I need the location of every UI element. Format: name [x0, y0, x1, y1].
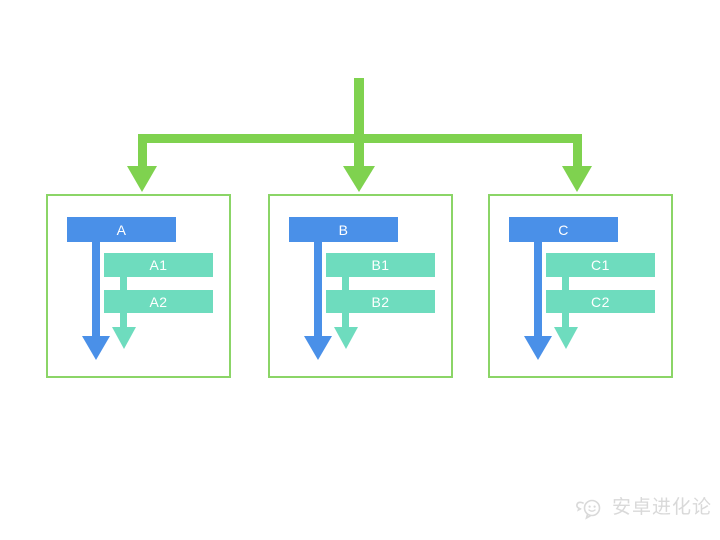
child-bar-c2: C2 — [546, 290, 655, 313]
child-arrowhead-a-icon — [112, 327, 136, 349]
parent-arrowhead-b-icon — [304, 336, 332, 360]
child-bar-a2-label: A2 — [149, 293, 168, 310]
child-bar-a1: A1 — [104, 253, 213, 277]
child-arrowhead-c-icon — [554, 327, 578, 349]
watermark: 安卓进化论 — [575, 496, 712, 520]
child-arrowhead-b-icon — [334, 327, 358, 349]
parent-arrow-line-b — [314, 242, 322, 336]
child-bar-a1-label: A1 — [149, 257, 168, 273]
parent-bar-b: B — [289, 217, 398, 242]
child-arrow-line-a — [120, 313, 127, 329]
parent-bar-b-label: B — [338, 221, 349, 238]
group-box-b: B B1 B2 — [268, 194, 453, 378]
group-box-a: A A1 A2 — [46, 194, 231, 378]
child-bar-c1: C1 — [546, 253, 655, 277]
branch-right-drop-line — [573, 134, 582, 167]
branch-right-arrowhead-icon — [562, 166, 592, 192]
parent-bar-a-label: A — [116, 221, 127, 238]
child-bar-b2-label: B2 — [371, 293, 390, 310]
branch-center-arrowhead-icon — [343, 166, 375, 192]
child-connector-a — [120, 277, 127, 290]
child-bar-b2: B2 — [326, 290, 435, 313]
child-connector-c — [562, 277, 569, 290]
watermark-text: 安卓进化论 — [612, 497, 713, 518]
child-bar-b1-label: B1 — [371, 257, 390, 273]
group-box-c: C C1 C2 — [488, 194, 673, 378]
parent-bar-c: C — [509, 217, 618, 242]
root-stem-line — [354, 78, 364, 143]
branch-horizontal-line — [138, 134, 582, 143]
branch-left-drop-line — [138, 134, 147, 167]
child-bar-c1-label: C1 — [591, 257, 610, 273]
chat-bubbles-smiley-icon — [576, 499, 601, 520]
child-arrow-line-b — [342, 313, 349, 329]
parent-arrowhead-c-icon — [524, 336, 552, 360]
parent-arrow-line-a — [92, 242, 100, 336]
parent-arrow-line-c — [534, 242, 542, 336]
branch-left-arrowhead-icon — [127, 166, 157, 192]
child-arrow-line-c — [562, 313, 569, 329]
child-bar-b1: B1 — [326, 253, 435, 277]
child-connector-b — [342, 277, 349, 290]
parent-arrowhead-a-icon — [82, 336, 110, 360]
parent-bar-c-label: C — [558, 221, 569, 238]
child-bar-c2-label: C2 — [591, 293, 610, 310]
child-bar-a2: A2 — [104, 290, 213, 313]
branch-center-drop-line — [354, 143, 364, 167]
parent-bar-a: A — [67, 217, 176, 242]
